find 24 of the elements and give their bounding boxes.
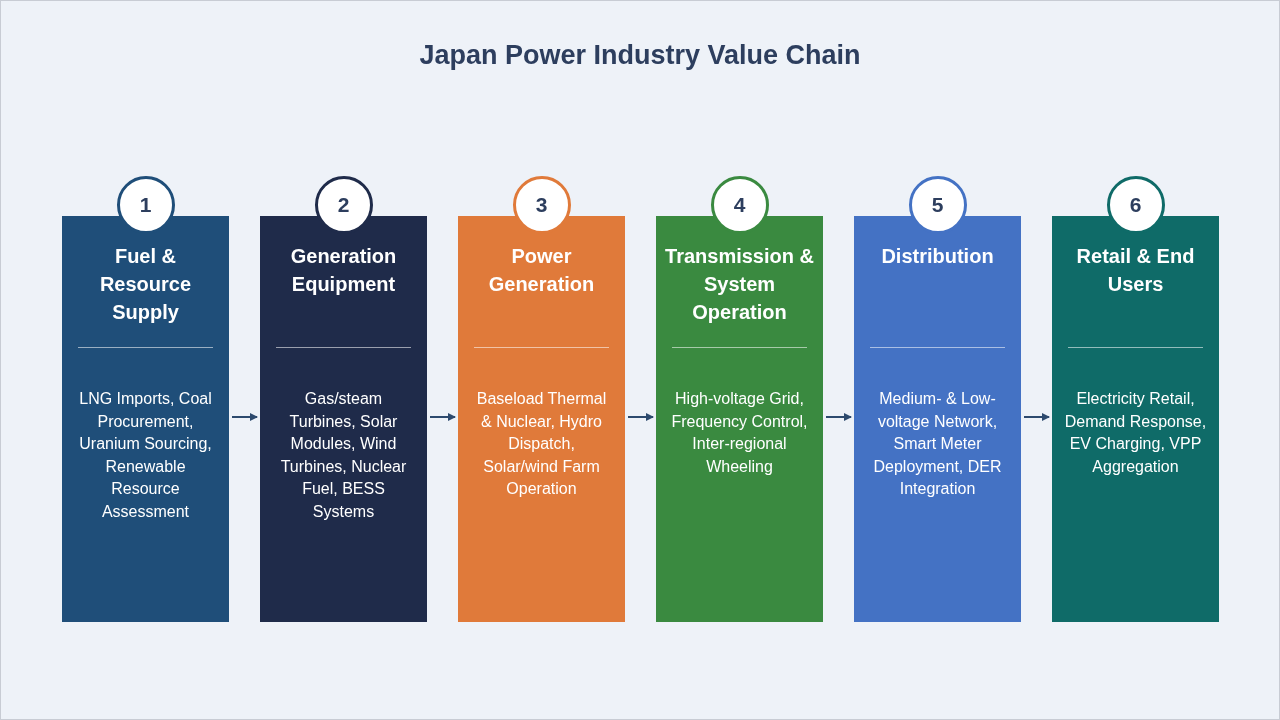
step-description: LNG Imports, Coal Procurement, Uranium Sourcing, Renewable Resource Assessment bbox=[78, 389, 213, 522]
step-description: Electricity Retail, Demand Response, EV Charging, VPP Aggregation bbox=[1064, 389, 1207, 477]
step-title: Fuel & Resource Supply bbox=[98, 244, 193, 325]
step-title: Generation Equipment bbox=[289, 244, 398, 297]
step-description: High-voltage Grid, Frequency Control, Inter-regional Wheeling bbox=[670, 389, 809, 477]
step-number: 4 bbox=[710, 176, 769, 234]
arrow bbox=[825, 413, 852, 421]
arrow bbox=[429, 413, 456, 421]
step-title: Distribution bbox=[880, 244, 995, 269]
step-number: 6 bbox=[1106, 176, 1165, 234]
step-number: 2 bbox=[314, 176, 373, 234]
step-description: Baseload Thermal & Nuclear, Hydro Dispatch, Solar/wind Farm Operation bbox=[475, 389, 608, 499]
step-title: Power Generation bbox=[487, 244, 596, 297]
arrow bbox=[627, 413, 654, 421]
step-number: 1 bbox=[116, 176, 175, 234]
arrow bbox=[231, 413, 258, 421]
diagram-title: Japan Power Industry Value Chain bbox=[418, 40, 862, 71]
step-description: Gas/steam Turbines, Solar Modules, Wind Turbines, Nuclear Fuel, BESS Systems bbox=[279, 389, 408, 522]
step-title: Retail & End Users bbox=[1075, 244, 1196, 297]
step-number: 5 bbox=[908, 176, 967, 234]
step-title: Transmission & System Operation bbox=[664, 244, 815, 325]
step-number: 3 bbox=[512, 176, 571, 234]
step-description: Medium- & Low-voltage Network, Smart Meter Deployment, DER Integration bbox=[872, 389, 1003, 499]
arrow bbox=[1023, 413, 1050, 421]
